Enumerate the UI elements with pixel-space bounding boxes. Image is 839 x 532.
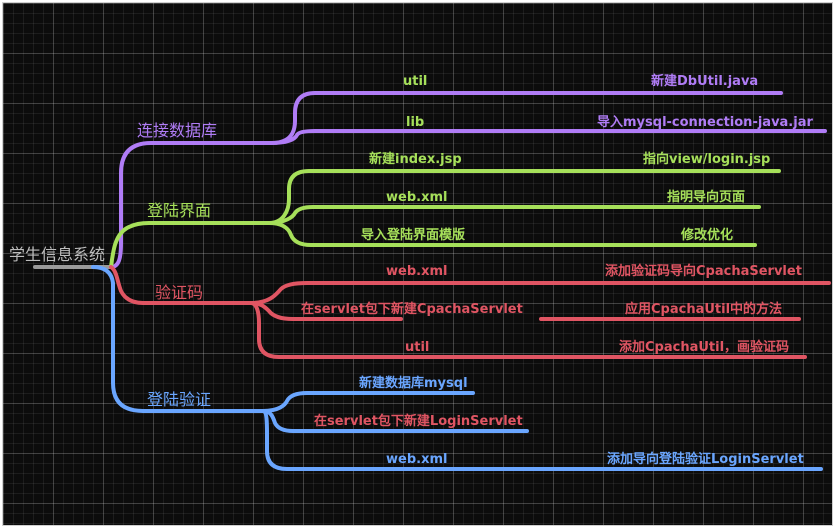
leaf-detail: 添加导向登陆验证LoginServlet <box>607 451 804 467</box>
branch-captcha[interactable]: 验证码 web.xml 添加验证码导向CpachaServlet 在servle… <box>109 263 831 359</box>
leaf-label: web.xml <box>386 190 447 205</box>
leaf-connector <box>261 391 475 413</box>
leaf-connector <box>261 409 529 433</box>
branch-login-verify[interactable]: 登陆验证 新建数据库mysql 在servlet包下新建LoginServlet… <box>91 265 823 471</box>
branch-login-page[interactable]: 登陆界面 新建index.jsp 指向view/login.jsp web.xm… <box>109 151 781 269</box>
leaf-connector <box>249 301 403 321</box>
leaf-connector <box>267 205 761 225</box>
branch-label: 验证码 <box>155 283 203 302</box>
leaf-connector <box>267 169 781 225</box>
branch-label: 连接数据库 <box>137 121 217 140</box>
leaf-detail: 导入mysql-connection-java.jar <box>597 115 813 130</box>
leaf-label: lib <box>406 115 424 130</box>
mind-map-diagram: 学生信息系统 连接数据库 util 新建DbUtil.java lib 导入my… <box>9 73 831 471</box>
leaf-detail: 应用CpachaUtil中的方法 <box>625 301 782 317</box>
branch-connect-database[interactable]: 连接数据库 util 新建DbUtil.java lib 导入mysql-con… <box>109 73 827 269</box>
leaf-label: 在servlet包下新建CpachaServlet <box>301 301 523 317</box>
mind-map-canvas: 学生信息系统 连接数据库 util 新建DbUtil.java lib 导入my… <box>2 2 833 526</box>
branch-connector <box>91 265 265 413</box>
leaf-detail: 指向view/login.jsp <box>643 151 770 167</box>
leaf-label: 新建数据库mysql <box>359 375 468 391</box>
leaf-connector <box>249 281 831 305</box>
leaf-label: util <box>403 74 427 89</box>
leaf-label: 新建index.jsp <box>369 151 462 167</box>
branch-label: 登陆验证 <box>147 390 211 409</box>
leaf-connector <box>261 409 823 471</box>
leaf-detail: 新建DbUtil.java <box>651 73 758 89</box>
leaf-label: 在servlet包下新建LoginServlet <box>314 413 523 429</box>
leaf-detail: 添加CpachaUtil，画验证码 <box>619 339 789 355</box>
branch-label: 登陆界面 <box>147 201 211 220</box>
branch-connector <box>109 221 271 269</box>
leaf-label: util <box>405 340 429 355</box>
root-node[interactable]: 学生信息系统 <box>9 245 113 269</box>
branch-connector <box>109 141 273 269</box>
leaf-label: web.xml <box>386 452 447 467</box>
leaf-label: 导入登陆界面模版 <box>361 227 465 243</box>
leaf-label: web.xml <box>386 264 447 279</box>
leaf-detail: 指明导向页面 <box>667 189 745 205</box>
branch-connector <box>109 265 253 305</box>
leaf-detail: 修改优化 <box>680 227 733 243</box>
root-label: 学生信息系统 <box>9 245 105 264</box>
leaf-detail: 添加验证码导向CpachaServlet <box>605 263 802 279</box>
leaf-connector <box>269 129 827 145</box>
leaf-connector <box>249 301 807 359</box>
leaf-connector <box>267 221 757 247</box>
